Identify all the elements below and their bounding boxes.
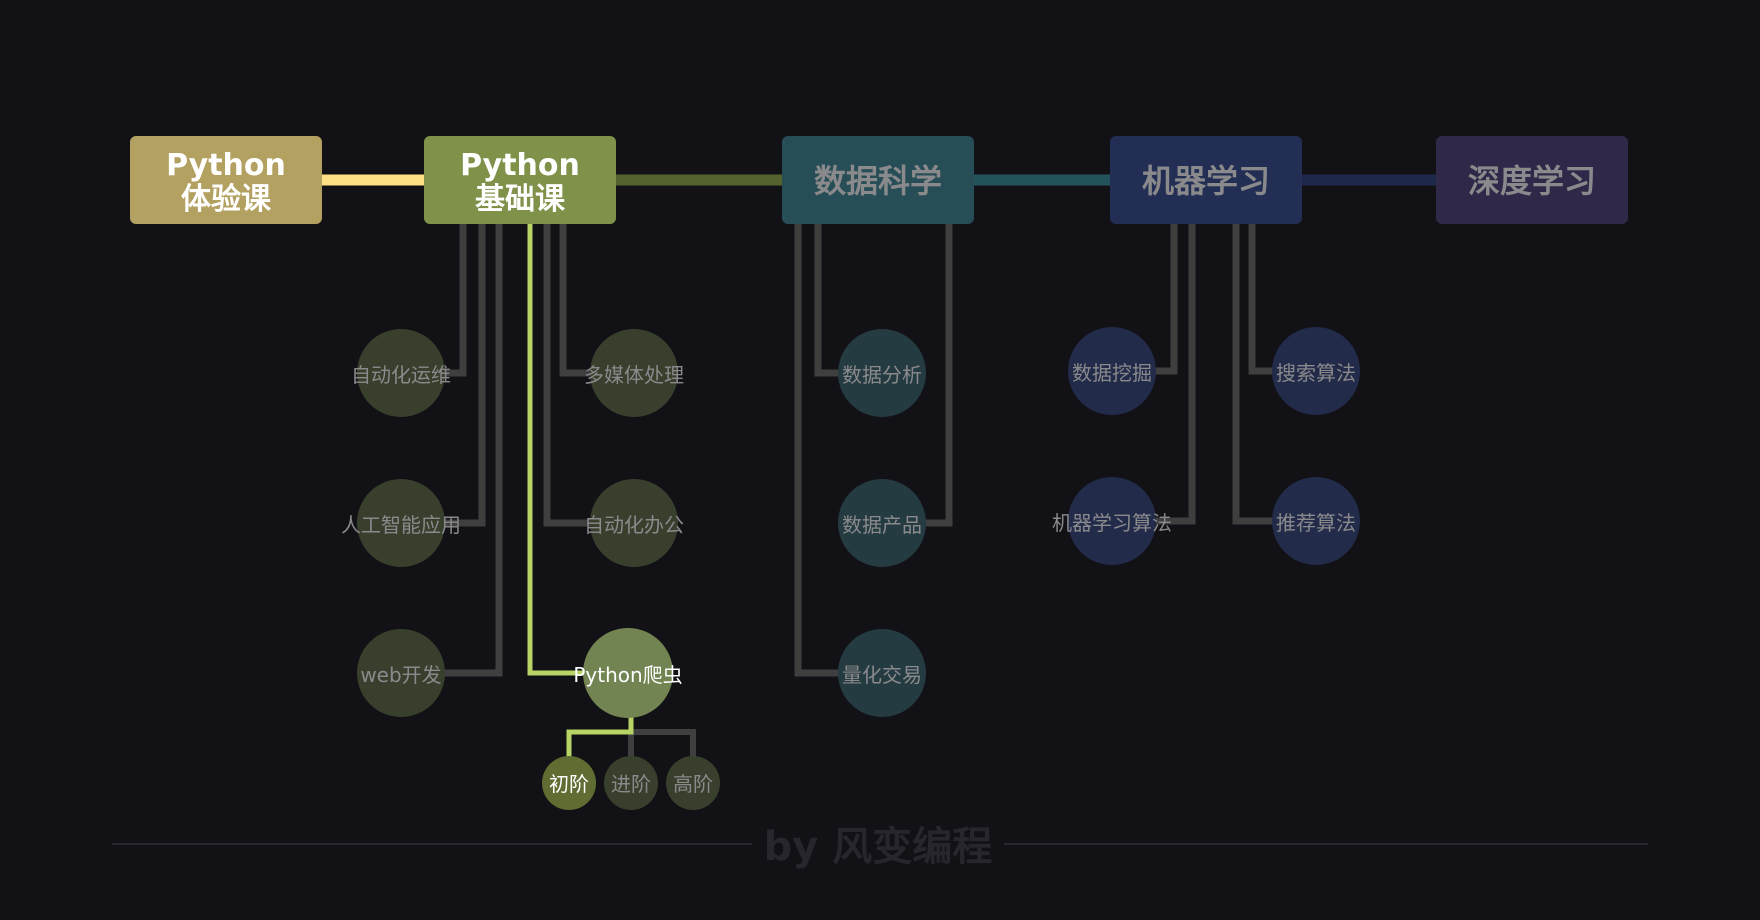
level-node-label: 进阶	[611, 772, 651, 796]
course-node-自动化办公[interactable]: 自动化办公	[584, 479, 684, 567]
level-node-circle	[666, 756, 720, 810]
stage-label: 深度学习	[1468, 162, 1596, 200]
branch-Python爬虫	[527, 222, 618, 676]
stage-label-line: Python	[166, 148, 286, 183]
course-node-推荐算法[interactable]: 推荐算法	[1272, 477, 1360, 565]
course-node-circle	[357, 629, 445, 717]
stage-box-bg	[424, 136, 616, 224]
course-node-circle	[1068, 327, 1156, 415]
level-node-circle	[604, 756, 658, 810]
branch-web开发	[411, 222, 503, 677]
level-node-进阶[interactable]: 进阶	[604, 756, 658, 810]
stage-box-bg	[1436, 136, 1628, 224]
course-node-label: 数据挖掘	[1072, 361, 1152, 385]
course-node-多媒体处理[interactable]: 多媒体处理	[584, 329, 684, 417]
course-node-量化交易[interactable]: 量化交易	[838, 629, 926, 717]
course-node-搜索算法[interactable]: 搜索算法	[1272, 327, 1360, 415]
course-node-label: 自动化办公	[584, 513, 684, 537]
level-node-label: 初阶	[549, 772, 589, 796]
course-node-label: 数据分析	[842, 363, 922, 387]
course-node-机器学习算法[interactable]: 机器学习算法	[1052, 477, 1172, 565]
level-node-高阶[interactable]: 高阶	[666, 756, 720, 810]
stage-box-machine-learning[interactable]: 机器学习	[1110, 136, 1302, 224]
stage-box-bg	[130, 136, 322, 224]
level-node-label: 高阶	[673, 772, 713, 796]
course-node-label: 搜索算法	[1276, 361, 1356, 385]
stage-label-line: Python	[460, 148, 580, 183]
course-node-人工智能应用[interactable]: 人工智能应用	[341, 479, 461, 567]
stage-box-bg	[1110, 136, 1302, 224]
branch-量化交易	[794, 222, 872, 677]
level-branch-inactive	[631, 729, 696, 760]
course-node-自动化运维[interactable]: 自动化运维	[351, 329, 451, 417]
course-node-label: 量化交易	[842, 663, 922, 687]
stage-box-data-science[interactable]: 数据科学	[782, 136, 974, 224]
level-node-circle	[542, 756, 596, 810]
course-node-circle	[838, 329, 926, 417]
course-node-circle	[1068, 477, 1156, 565]
course-node-label: 自动化运维	[351, 363, 451, 387]
course-node-数据挖掘[interactable]: 数据挖掘	[1068, 327, 1156, 415]
course-node-circle	[838, 629, 926, 717]
course-node-web开发[interactable]: web开发	[357, 629, 445, 717]
course-node-circle	[357, 329, 445, 417]
stage-box-deep-learning[interactable]: 深度学习	[1436, 136, 1628, 224]
course-node-circle	[357, 479, 445, 567]
course-node-Python爬虫[interactable]: Python爬虫	[573, 628, 683, 718]
stage-label-line: 基础课	[475, 182, 566, 217]
course-node-数据产品[interactable]: 数据产品	[838, 479, 926, 567]
course-node-label: 人工智能应用	[341, 513, 461, 537]
course-node-circle	[838, 479, 926, 567]
course-node-circle	[1272, 477, 1360, 565]
course-node-label: 数据产品	[842, 513, 922, 537]
stage-label: 数据科学	[814, 162, 942, 200]
stage-boxes: Python体验课Python基础课数据科学机器学习深度学习	[130, 136, 1628, 224]
course-node-label: Python爬虫	[573, 663, 682, 687]
course-node-circle	[583, 628, 673, 718]
course-node-circle	[590, 479, 678, 567]
course-node-label: 推荐算法	[1276, 511, 1356, 535]
level-branch-active	[566, 717, 634, 760]
course-node-数据分析[interactable]: 数据分析	[838, 329, 926, 417]
course-node-circle	[590, 329, 678, 417]
footer: by 风变编程	[112, 824, 1648, 870]
course-node-label: 机器学习算法	[1052, 511, 1172, 535]
stage-label-line: 体验课	[181, 182, 272, 217]
stage-box-bg	[782, 136, 974, 224]
level-node-初阶[interactable]: 初阶	[542, 756, 596, 810]
course-node-circle	[1272, 327, 1360, 415]
stage-label: 机器学习	[1142, 162, 1270, 200]
course-node-label: 多媒体处理	[584, 363, 684, 387]
footer-credit: by 风变编程	[764, 824, 993, 870]
course-node-label: web开发	[360, 663, 441, 687]
